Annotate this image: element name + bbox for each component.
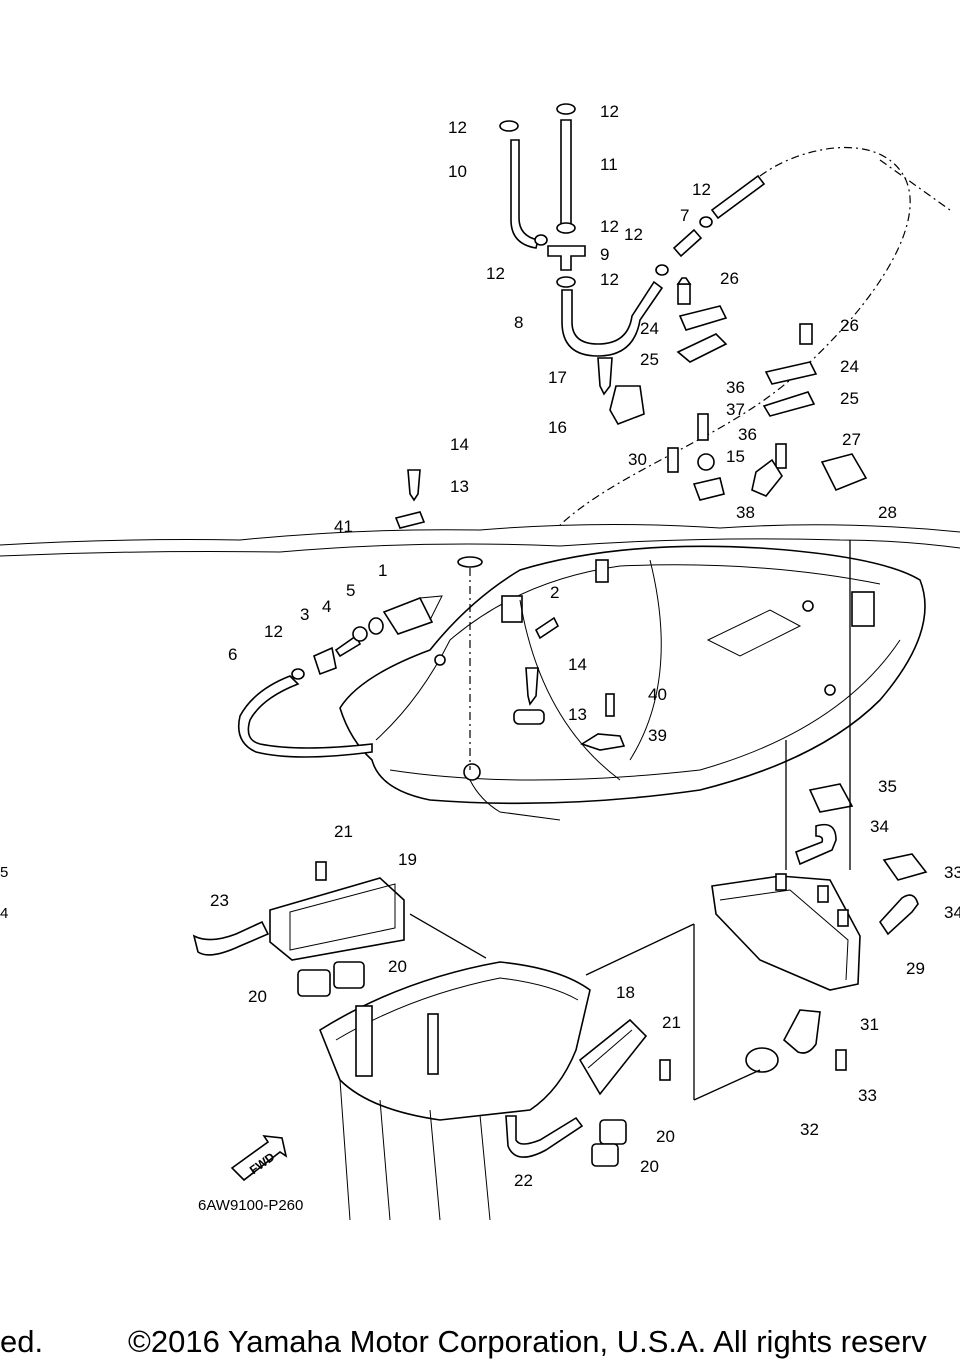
callout-20: 20 [656, 1127, 675, 1146]
callout-28: 28 [878, 503, 897, 522]
callout-25: 25 [840, 389, 859, 408]
callout-17: 17 [548, 368, 567, 387]
callout-13: 13 [450, 477, 469, 496]
callout-9: 9 [600, 245, 609, 264]
callout-7: 7 [680, 206, 689, 225]
callout-34: 34 [870, 817, 889, 836]
copyright-footer: ed. ©2016 Yamaha Motor Corporation, U.S.… [0, 1322, 960, 1362]
callout-8: 8 [514, 313, 523, 332]
callout-36: 36 [726, 378, 745, 397]
callout-11: 11 [600, 155, 618, 174]
oil-pan [230, 961, 671, 1221]
callout-21: 21 [662, 1013, 681, 1032]
callout-3: 3 [300, 605, 309, 624]
callout-20: 20 [388, 957, 407, 976]
callout-10: 10 [448, 162, 467, 181]
callout-27: 27 [842, 430, 861, 449]
drawing-code: 6AW9100-P260 [198, 1197, 303, 1214]
cut-edge-label: 4 [0, 905, 8, 922]
callout-24: 24 [840, 357, 859, 376]
footer-left-fragment: ed. [0, 1324, 44, 1359]
callout-31: 31 [860, 1015, 879, 1034]
callout-21: 21 [334, 822, 353, 841]
callout-15: 15 [726, 447, 745, 466]
callout-19: 19 [398, 850, 417, 869]
silencer-assembly [409, 540, 928, 1101]
callout-12: 12 [448, 118, 467, 137]
callout-16: 16 [548, 418, 567, 437]
callout-1: 1 [378, 561, 387, 580]
bottom-cowling [0, 469, 960, 821]
callout-41: 41 [334, 517, 353, 536]
callout-20: 20 [640, 1157, 659, 1176]
callout-25: 25 [640, 350, 659, 369]
callout-12: 12 [486, 264, 505, 283]
callout-26: 26 [840, 316, 859, 335]
callout-39: 39 [648, 726, 667, 745]
callout-36: 36 [738, 425, 757, 444]
callout-5: 5 [346, 581, 355, 600]
callout-30: 30 [628, 450, 647, 469]
callout-12: 12 [264, 622, 283, 641]
bracket-assembly [597, 277, 868, 501]
callout-33: 33 [944, 863, 960, 882]
callout-24: 24 [640, 319, 659, 338]
callout-2: 2 [550, 583, 559, 602]
callout-34: 34 [944, 903, 960, 922]
callout-12: 12 [600, 217, 619, 236]
callout-6: 6 [228, 645, 237, 664]
callout-12: 12 [624, 225, 643, 244]
callout-4: 4 [322, 597, 331, 616]
callout-38: 38 [736, 503, 755, 522]
callout-12: 12 [692, 180, 711, 199]
callout-labels: 12 12 11 10 12 12 9 12 12 7 12 26 8 24 2… [0, 102, 960, 1214]
fuel-hose-assembly [499, 103, 951, 526]
callout-29: 29 [906, 959, 925, 978]
callout-20: 20 [248, 987, 267, 1006]
callout-14: 14 [568, 655, 587, 674]
lower-left-parts [192, 861, 405, 997]
callout-22: 22 [514, 1171, 533, 1190]
callout-14: 14 [450, 435, 469, 454]
callout-32: 32 [800, 1120, 819, 1139]
callout-37: 37 [726, 400, 745, 419]
callout-40: 40 [648, 685, 667, 704]
callout-23: 23 [210, 891, 229, 910]
callout-33: 33 [858, 1086, 877, 1105]
callout-18: 18 [616, 983, 635, 1002]
copyright-text: ©2016 Yamaha Motor Corporation, U.S.A. A… [128, 1324, 927, 1359]
callout-13: 13 [568, 705, 587, 724]
callout-12: 12 [600, 102, 619, 121]
callout-26: 26 [720, 269, 739, 288]
callout-12: 12 [600, 270, 619, 289]
callout-35: 35 [878, 777, 897, 796]
cut-edge-label: 5 [0, 864, 8, 881]
